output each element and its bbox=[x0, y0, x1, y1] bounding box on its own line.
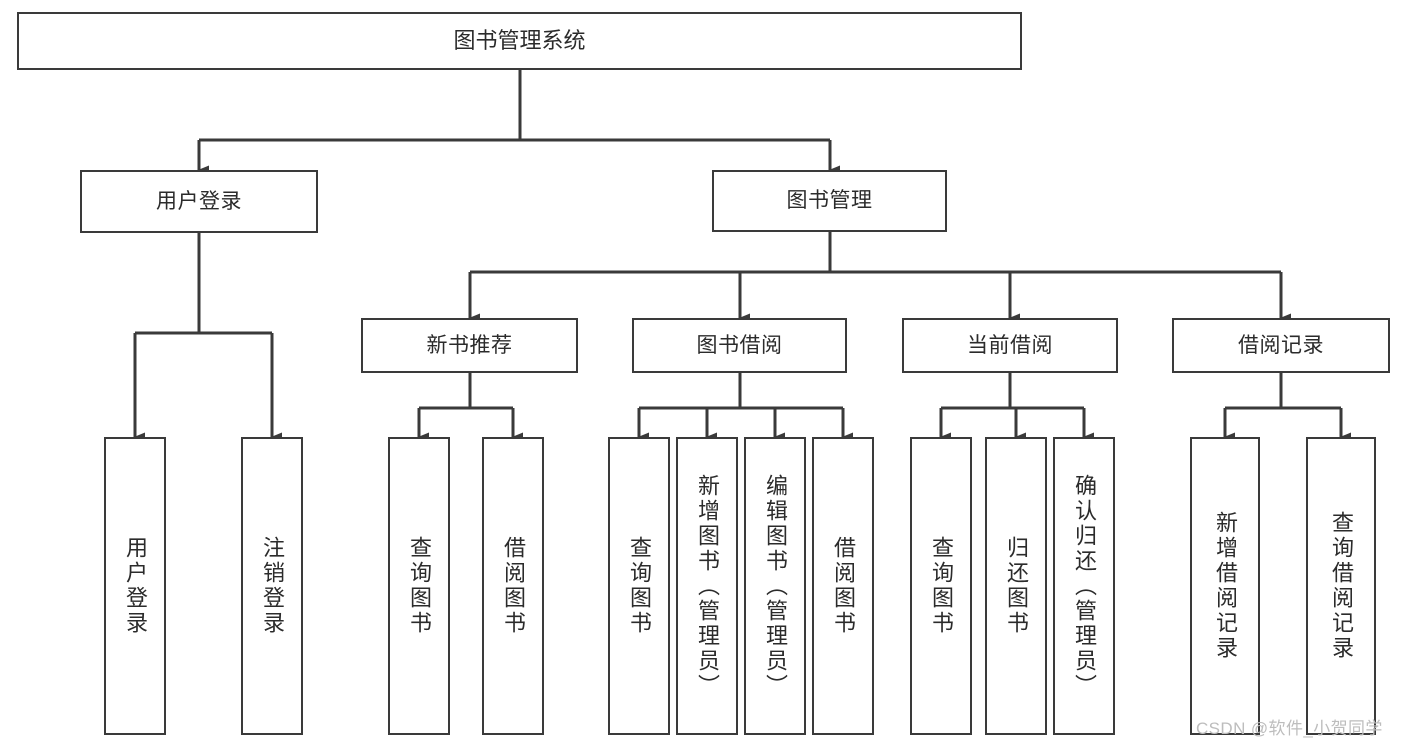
node-l3-current-borrow: 当前借阅 bbox=[902, 318, 1118, 373]
node-label: 确认归还（管理员） bbox=[1072, 473, 1097, 699]
node-l4-rec-borrow-book: 借阅图书 bbox=[482, 437, 544, 735]
node-label: 用户登录 bbox=[156, 189, 242, 213]
node-l4-bb-borrow-book: 借阅图书 bbox=[812, 437, 874, 735]
node-label: 图书管理系统 bbox=[453, 27, 586, 53]
node-l4-bb-add-book: 新增图书（管理员） bbox=[676, 437, 738, 735]
node-l2-user-login: 用户登录 bbox=[80, 170, 318, 233]
node-label: 新增借阅记录 bbox=[1213, 511, 1238, 661]
node-label: 图书管理 bbox=[786, 189, 873, 213]
node-label: 查询图书 bbox=[929, 536, 954, 636]
node-label: 注销登录 bbox=[260, 536, 285, 636]
node-label: 新书推荐 bbox=[426, 333, 513, 357]
node-label: 查询图书 bbox=[407, 536, 432, 636]
node-label: 借阅图书 bbox=[831, 536, 856, 636]
node-label: 图书借阅 bbox=[696, 333, 783, 357]
node-label: 用户登录 bbox=[123, 536, 148, 636]
node-l4-cb-confirm-ret: 确认归还（管理员） bbox=[1053, 437, 1115, 735]
node-l4-user-login: 用户登录 bbox=[104, 437, 166, 735]
node-l4-cb-return-book: 归还图书 bbox=[985, 437, 1047, 735]
node-label: 新增图书（管理员） bbox=[695, 473, 720, 699]
node-l4-rec-query-book: 查询图书 bbox=[388, 437, 450, 735]
node-l4-cb-query-book: 查询图书 bbox=[910, 437, 972, 735]
node-l3-borrow-record: 借阅记录 bbox=[1172, 318, 1390, 373]
node-l2-book-mgmt: 图书管理 bbox=[712, 170, 947, 232]
node-label: 查询图书 bbox=[627, 536, 652, 636]
node-l4-br-query-record: 查询借阅记录 bbox=[1306, 437, 1376, 735]
node-l3-book-borrow: 图书借阅 bbox=[632, 318, 847, 373]
node-l4-bb-query-book: 查询图书 bbox=[608, 437, 670, 735]
node-label: 借阅图书 bbox=[501, 536, 526, 636]
node-label: 编辑图书（管理员） bbox=[763, 473, 788, 699]
connector-lines bbox=[133, 70, 1351, 442]
node-l4-bb-edit-book: 编辑图书（管理员） bbox=[744, 437, 806, 735]
node-label: 归还图书 bbox=[1004, 536, 1029, 636]
node-root: 图书管理系统 bbox=[17, 12, 1022, 70]
node-label: 借阅记录 bbox=[1238, 333, 1324, 357]
node-l3-new-book-rec: 新书推荐 bbox=[361, 318, 578, 373]
node-label: 查询借阅记录 bbox=[1329, 511, 1354, 661]
node-l4-user-logout: 注销登录 bbox=[241, 437, 303, 735]
node-label: 当前借阅 bbox=[967, 333, 1053, 357]
node-l4-br-add-record: 新增借阅记录 bbox=[1190, 437, 1260, 735]
